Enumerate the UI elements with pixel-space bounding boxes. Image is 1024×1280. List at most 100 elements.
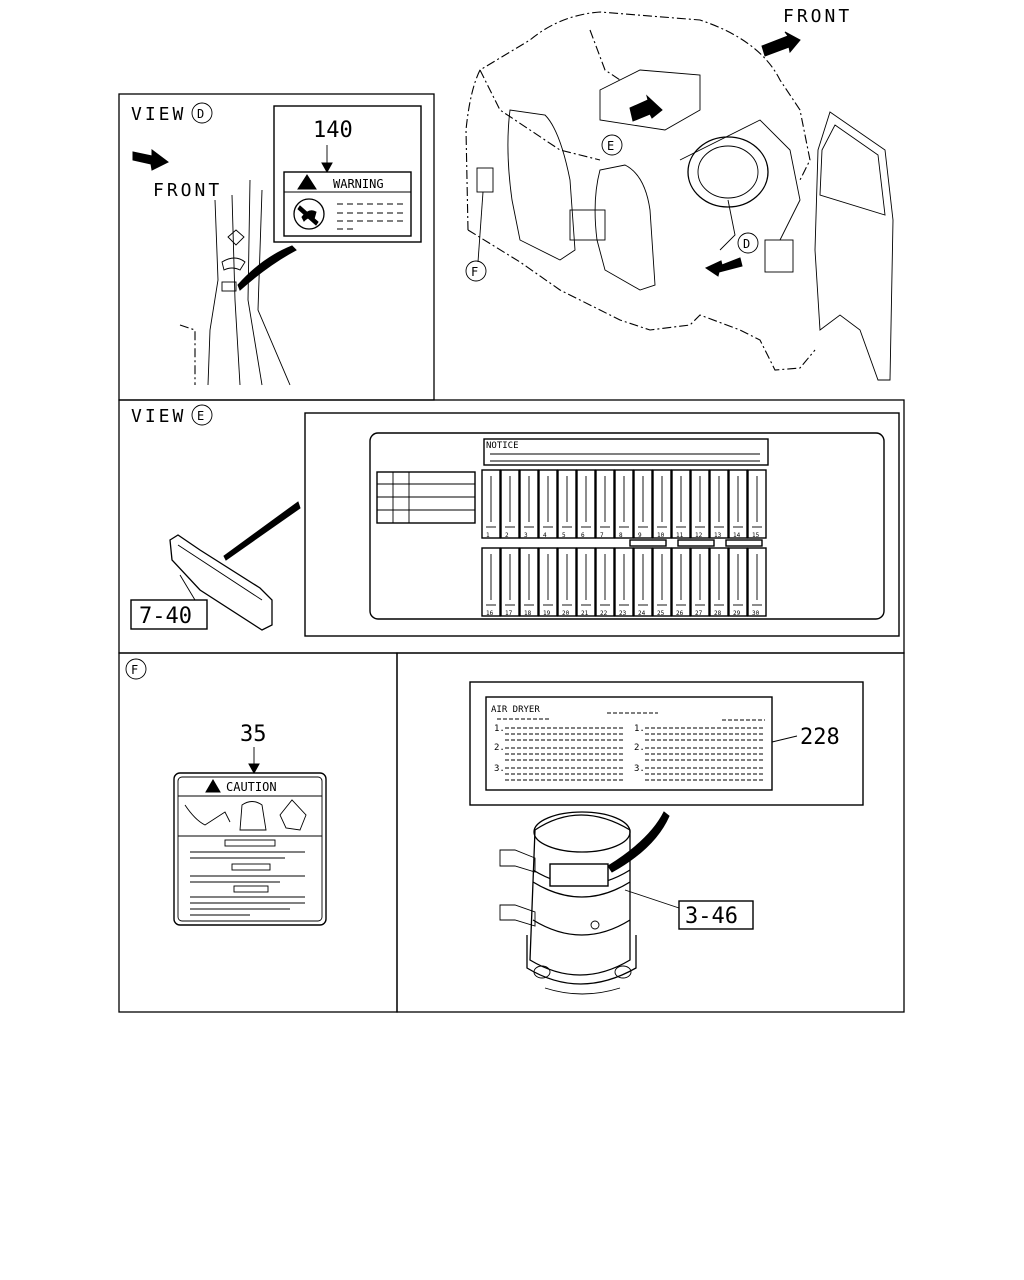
steering-wheel	[687, 136, 769, 208]
cab-door	[814, 111, 894, 381]
fuse-number: 24	[638, 610, 646, 617]
leader-3-46	[624, 889, 680, 909]
fuse-cell: 14	[728, 469, 748, 539]
fuse-cell: 27	[690, 547, 710, 617]
cab-floor-outline	[467, 229, 816, 371]
view-f-circle	[125, 658, 147, 680]
fuse-number: 30	[752, 610, 760, 617]
callout-d-label: D	[743, 237, 750, 251]
fuse-number: 3	[524, 532, 528, 539]
pillar-line-1	[207, 199, 219, 386]
fuse-cell: 26	[671, 547, 691, 617]
leader-49-wedge	[223, 501, 301, 561]
fuse-number: 25	[657, 610, 665, 617]
view-f: F 35 CAUTION	[125, 658, 327, 926]
arrow-e-icon	[629, 94, 663, 122]
steering-column	[719, 199, 736, 251]
seat-center	[594, 164, 656, 291]
view-f-letter: F	[131, 663, 138, 677]
air-dryer-label-location	[549, 863, 609, 887]
view-e: VIEW E 7-40 49 NOTICE 123456789101112131…	[130, 404, 900, 637]
door-window	[819, 124, 886, 216]
svg-text:1.: 1.	[494, 724, 505, 734]
fuse-number: 26	[676, 610, 684, 617]
fuse-number: 28	[714, 610, 722, 617]
sun-visor	[599, 69, 701, 131]
part-7-40-box	[130, 599, 208, 630]
part-number-35: 35	[240, 722, 267, 747]
arrow-d-icon	[704, 257, 743, 277]
fuse-number: 12	[695, 532, 703, 539]
caution-label	[173, 772, 327, 926]
fuse-number: 27	[695, 610, 703, 617]
view-e-title: VIEW	[131, 406, 186, 427]
fuse-cell: 20	[557, 547, 577, 617]
fuse-cell: 25	[652, 547, 672, 617]
fuse-cell: 28	[709, 547, 729, 617]
fuse-number: 16	[486, 610, 494, 617]
warning-text-lines	[337, 203, 405, 230]
fuse-number: 14	[733, 532, 741, 539]
fuse-cell: 2	[500, 469, 520, 539]
pillar-line-3	[247, 179, 263, 386]
fuse-cell: 24	[633, 547, 653, 617]
fuse-number: 19	[543, 610, 551, 617]
fuse-number: 1	[486, 532, 490, 539]
fuse-number: 5	[562, 532, 566, 539]
label-f-sticker	[476, 167, 494, 193]
caution-title: CAUTION	[226, 780, 277, 794]
pillar-hole	[227, 229, 245, 246]
front-arrow-d-icon	[132, 149, 169, 171]
air-dryer-title: AIR DRYER	[491, 705, 540, 715]
svg-text:3.: 3.	[494, 764, 505, 774]
fuse-cell: 21	[576, 547, 596, 617]
pedal-area	[764, 239, 794, 273]
air-dryer-unit	[499, 811, 637, 995]
part-number-3-46: 3-46	[685, 904, 738, 929]
fuse-cell: 13	[709, 469, 729, 539]
warning-triangle-icon	[297, 174, 317, 190]
fuse-number: 4	[543, 532, 547, 539]
part-3-46-box	[678, 900, 754, 930]
air-dryer-label	[485, 696, 773, 791]
leader-228	[771, 735, 798, 743]
fuse-number: 17	[505, 610, 513, 617]
fuse-number: 21	[581, 610, 589, 617]
air-dryer-panel	[396, 652, 905, 1013]
fuse-cell: 6	[576, 469, 596, 539]
leader-140-wedge	[237, 245, 297, 291]
fuse-number: 2	[505, 532, 509, 539]
pillar-dash	[179, 324, 196, 385]
fuse-number: 23	[619, 610, 627, 617]
fuse-cell: 16	[481, 547, 501, 617]
fuse-number: 20	[562, 610, 570, 617]
fuse-cell: 11	[671, 469, 691, 539]
panel-frames	[118, 93, 905, 1013]
fuse-cell: 1	[481, 469, 501, 539]
console-box	[569, 209, 606, 241]
view-d: VIEW D FRONT 140 WARNING	[131, 102, 422, 386]
cab-pillar	[589, 29, 621, 81]
view-d-letter: D	[197, 107, 204, 121]
fuse-cell: 22	[595, 547, 615, 617]
cab-roof-edge	[479, 69, 601, 161]
caution-triangle-icon	[205, 779, 221, 793]
cab-roof-outline	[465, 11, 811, 231]
fuse-cell: 18	[519, 547, 539, 617]
callout-e-label: E	[607, 139, 614, 153]
fuse-cell: 3	[519, 469, 539, 539]
front-label-top: FRONT	[783, 6, 852, 27]
callout-e-circle	[601, 134, 623, 156]
fuse-number: 29	[733, 610, 741, 617]
view-e-letter: E	[197, 409, 204, 423]
part-number-7-40: 7-40	[139, 604, 192, 629]
view-d-circle	[191, 102, 213, 124]
pillar-line-2	[231, 194, 241, 386]
fuse-number: 15	[752, 532, 760, 539]
callout-f-label: F	[471, 265, 478, 279]
fuse-cell: 10	[652, 469, 672, 539]
view-e-circle	[191, 404, 213, 426]
svg-text:3.: 3.	[634, 764, 645, 774]
fuse-number: 18	[524, 610, 532, 617]
